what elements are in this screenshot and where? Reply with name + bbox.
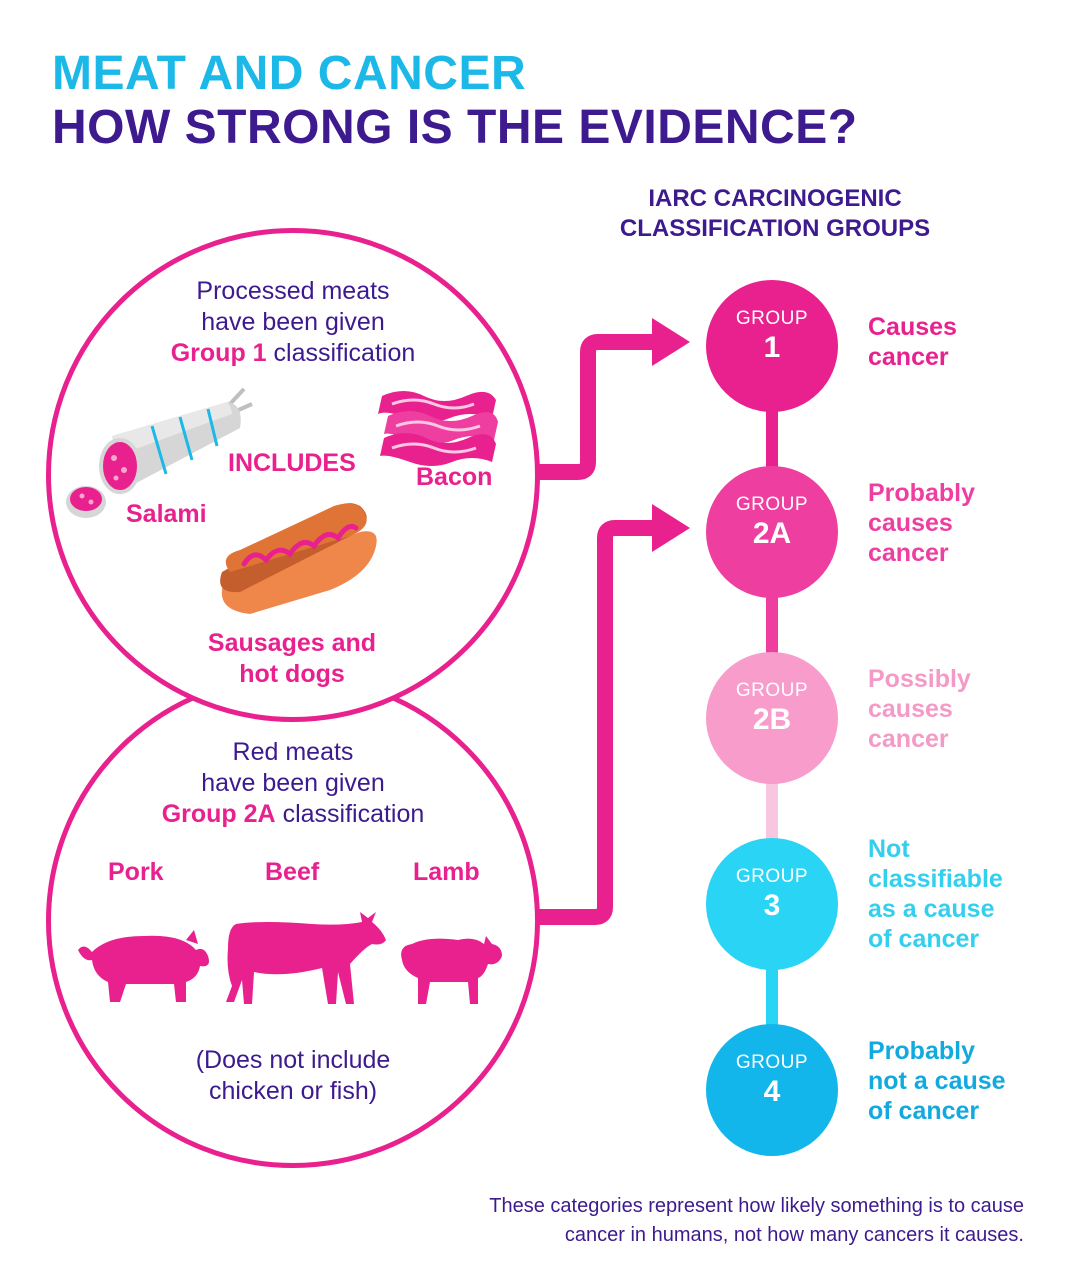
exclusion-line-1: (Does not include [195, 1046, 391, 1074]
includes-label: INCLUDES [228, 449, 356, 477]
footer-line-2: cancer in humans, not how many cancers i… [564, 1224, 1024, 1246]
description-line: Not [868, 835, 910, 863]
bacon-icon [378, 391, 498, 466]
processed-line-2: have been given [201, 308, 385, 336]
salami-icon [66, 387, 253, 518]
processed-group-label: Group 1 [170, 339, 267, 367]
iarc-heading-line-1: IARC CARCINOGENIC [648, 185, 902, 212]
beef-label: Beef [265, 858, 320, 886]
group-number: 1 [763, 331, 781, 364]
description-line: Probably [868, 1037, 975, 1065]
group-number: 2B [752, 703, 792, 736]
description-line: not a cause [868, 1067, 1006, 1095]
description-line: cancer [868, 539, 949, 567]
processed-meats-text: Processed meats have been given Group 1 … [118, 276, 468, 369]
sausages-label: Sausages and hot dogs [172, 628, 412, 690]
exclusion-line-2: chicken or fish) [208, 1077, 378, 1105]
red-group-label: Group 2A [161, 800, 276, 828]
description-line: Probably [868, 479, 975, 507]
description-line: of cancer [868, 925, 980, 953]
description-line: as a cause [868, 895, 995, 923]
group-number: 2A [752, 517, 792, 550]
red-line-1: Red meats [232, 738, 354, 766]
group-number: 3 [763, 889, 781, 922]
description-line: classifiable [868, 865, 1003, 893]
description-line: causes [868, 695, 953, 723]
processed-line-3: Group 1 classification [118, 338, 468, 369]
description-line: causes [868, 509, 953, 537]
description-line: cancer [868, 725, 949, 753]
footer-line-1: These categories represent how likely so… [489, 1195, 1024, 1217]
group-word: GROUP [735, 1052, 809, 1073]
cow-icon [226, 912, 386, 1004]
description-line: Possibly [868, 665, 971, 693]
bacon-label: Bacon [416, 463, 493, 491]
lamb-icon [401, 936, 502, 1004]
red-classification: classification [282, 800, 425, 828]
footer-note: These categories represent how likely so… [489, 1192, 1024, 1250]
hot-dog-icon [220, 503, 377, 614]
iarc-heading: IARC CARCINOGENIC CLASSIFICATION GROUPS [560, 184, 990, 244]
processed-line-1: Processed meats [196, 277, 390, 305]
group-word: GROUP [735, 308, 809, 329]
red-meats-text: Red meats have been given Group 2A class… [118, 737, 468, 830]
group-number: 4 [763, 1075, 781, 1108]
title-line-2: HOW STRONG IS THE EVIDENCE? [52, 101, 858, 154]
lamb-label: Lamb [413, 858, 480, 886]
group-word: GROUP [735, 680, 809, 701]
arrow-icon [535, 504, 690, 925]
sausages-line-2: hot dogs [239, 660, 345, 688]
description-line: Causes [868, 313, 957, 341]
salami-label: Salami [126, 500, 207, 528]
red-line-3: Group 2A classification [118, 799, 468, 830]
sausages-line-1: Sausages and [207, 629, 377, 657]
arrow-icon [535, 318, 690, 480]
pork-label: Pork [108, 858, 164, 886]
processed-classification: classification [273, 339, 416, 367]
group-word: GROUP [735, 494, 809, 515]
exclusion-note: (Does not include chicken or fish) [118, 1045, 468, 1107]
iarc-heading-line-2: CLASSIFICATION GROUPS [619, 215, 931, 242]
pig-icon [78, 930, 209, 1002]
title-line-1: MEAT AND CANCER [52, 47, 527, 100]
group-word: GROUP [735, 866, 809, 887]
description-line: of cancer [868, 1097, 980, 1125]
red-line-2: have been given [201, 769, 385, 797]
description-line: cancer [868, 343, 949, 371]
